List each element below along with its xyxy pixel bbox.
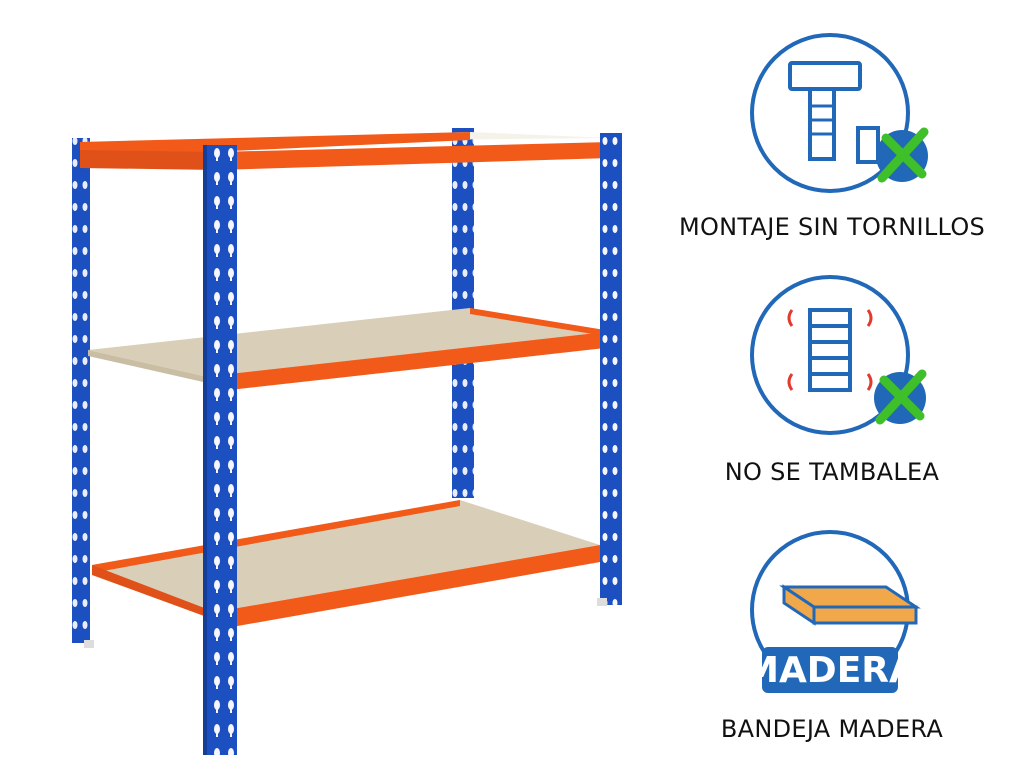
- feature-label-stable: NO SE TAMBALEA: [724, 458, 940, 486]
- feature-stable: NO SE TAMBALEA: [640, 270, 1024, 500]
- feature-label-screwless: MONTAJE SIN TORNILLOS: [678, 213, 986, 241]
- bottom-shelf: [92, 500, 600, 630]
- front-left-post: [203, 145, 237, 755]
- feature-screwless: MONTAJE SIN TORNILLOS: [640, 0, 1024, 260]
- wood-board-icon: [750, 530, 921, 693]
- middle-shelf: [88, 308, 605, 392]
- madera-badge-text: MADERA: [743, 650, 917, 691]
- screw-bolt-icon: [750, 33, 929, 193]
- feature-label-wood-tray: BANDEJA MADERA: [720, 715, 944, 743]
- ladder-stability-icon: [750, 275, 927, 435]
- top-shelf: [80, 132, 610, 170]
- front-right-post: [600, 133, 622, 605]
- back-left-post: [72, 138, 90, 643]
- shelving-unit-image: [72, 128, 622, 755]
- feature-wood-tray: MADERA BANDEJA MADERA: [640, 525, 1024, 765]
